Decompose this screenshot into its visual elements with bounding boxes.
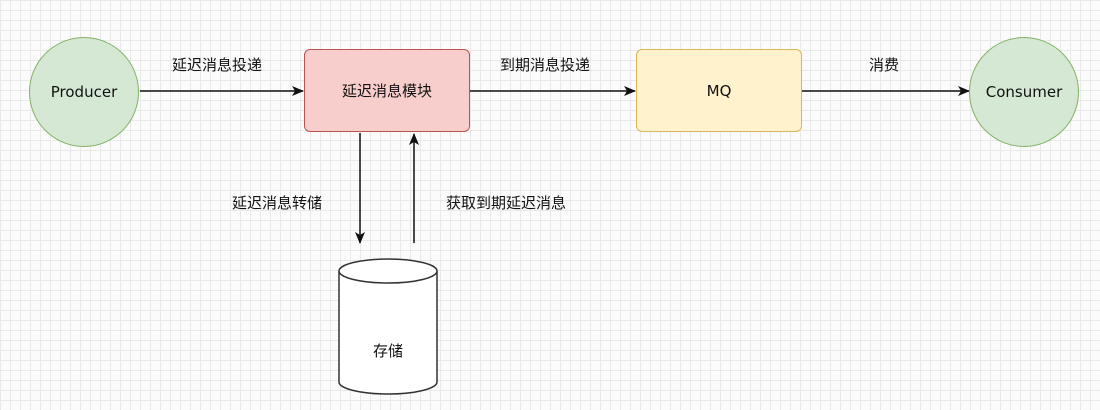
consumer-label: Consumer bbox=[985, 83, 1063, 101]
producer-label: Producer bbox=[50, 83, 118, 101]
storage-label: 存储 bbox=[372, 342, 403, 360]
consumer-node: Consumer bbox=[969, 37, 1079, 147]
edge-label-delay-to-mq: 到期消息投递 bbox=[500, 56, 591, 74]
delay-message-module-node: 延迟消息模块 bbox=[304, 49, 470, 132]
delay-message-module-label: 延迟消息模块 bbox=[341, 82, 432, 100]
mq-node: MQ bbox=[636, 49, 802, 132]
storage-cylinder bbox=[338, 258, 438, 395]
edge-label-producer-to-delay: 延迟消息投递 bbox=[172, 56, 263, 74]
edge-label-delay-to-storage: 延迟消息转储 bbox=[232, 194, 323, 212]
mq-label: MQ bbox=[706, 81, 732, 100]
edge-label-mq-to-consumer: 消费 bbox=[869, 56, 900, 74]
edge-label-storage-to-delay: 获取到期延迟消息 bbox=[446, 194, 567, 212]
producer-node: Producer bbox=[29, 37, 139, 147]
